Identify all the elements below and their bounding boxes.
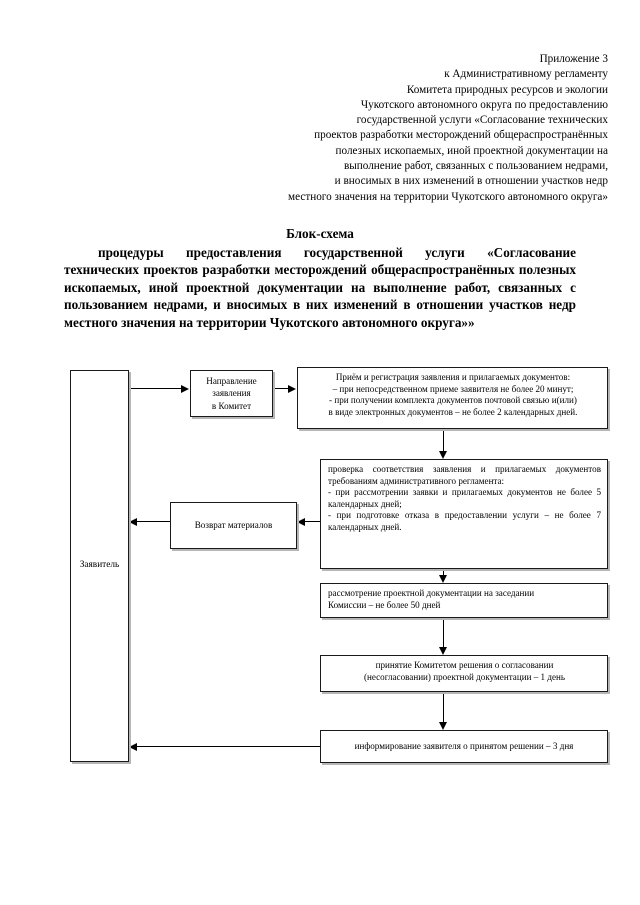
connector-return-to-applicant xyxy=(137,521,171,522)
flow-node-commission-review[interactable]: рассмотрение проектной документации на з… xyxy=(320,583,608,618)
title-body: процедуры предоставления государственной… xyxy=(64,244,576,330)
flow-node-receive-line4: в виде электронных документов – не более… xyxy=(328,406,578,417)
flow-node-check-line2: - при рассмотрении заявки и прилагаемых … xyxy=(328,487,601,509)
arrowhead-to-return xyxy=(297,518,305,526)
flow-node-inform-applicant[interactable]: информирование заявителя о принятом реше… xyxy=(320,730,608,763)
connector-applicant-to-submit xyxy=(129,388,182,389)
arrowhead-to-decision xyxy=(439,647,447,655)
flow-node-submit-line3: в Комитет xyxy=(211,400,252,411)
arrowhead-to-submit xyxy=(181,385,189,393)
appendix-line: Чукотского автономного округа по предост… xyxy=(360,98,608,111)
arrowhead-to-check xyxy=(439,451,447,459)
appendix-line: к Административному регламенту xyxy=(444,68,608,81)
page-title: Блок-схема процедуры предоставления госу… xyxy=(64,225,576,332)
arrowhead-inform-to-applicant xyxy=(129,743,137,751)
connector-check-to-return xyxy=(305,521,321,522)
flow-node-submit-line2: заявления xyxy=(212,388,251,399)
title-heading: Блок-схема xyxy=(286,226,354,241)
connector-decision-to-inform xyxy=(443,692,444,723)
connector-inform-to-applicant xyxy=(137,746,321,747)
flow-node-submit-line1: Направление xyxy=(206,375,257,386)
connector-check-to-commission xyxy=(443,569,444,576)
flow-node-compliance-check[interactable]: проверка соответствия заявления и прилаг… xyxy=(320,459,608,569)
connector-receive-to-check xyxy=(443,429,444,453)
flow-node-return-materials[interactable]: Возврат материалов xyxy=(170,502,297,549)
appendix-line: государственной услуги «Согласование тех… xyxy=(356,114,608,127)
appendix-line: Комитета природных ресурсов и экологии xyxy=(406,83,608,96)
flow-node-receive-line3: - при получении комплекта документов поч… xyxy=(329,395,577,406)
flow-node-committee-decision[interactable]: принятие Комитетом решения о согласовани… xyxy=(320,655,608,692)
flow-node-check-line3: - при подготовке отказа в предоставлении… xyxy=(328,510,601,532)
flow-node-commission-line2: Комиссии – не более 50 дней xyxy=(328,599,441,610)
arrowhead-return-to-applicant xyxy=(129,518,137,526)
arrowhead-to-receive xyxy=(288,385,296,393)
flow-node-decision-line1: принятие Комитетом решения о согласовани… xyxy=(375,660,554,670)
flow-node-applicant[interactable]: Заявитель xyxy=(70,370,129,762)
appendix-line: проектов разработки месторождений общера… xyxy=(314,129,608,142)
flow-node-receive-line1: Приём и регистрация заявления и прилагае… xyxy=(335,372,571,382)
connector-commission-to-decision xyxy=(443,618,444,648)
appendix-line: и вносимых в них изменений в отношении у… xyxy=(334,175,608,188)
flow-node-receive-line2: – при непосредственном приеме заявителя … xyxy=(332,383,574,394)
flow-node-applicant-label: Заявитель xyxy=(79,560,120,571)
arrowhead-to-inform xyxy=(439,722,447,730)
flow-node-inform-label: информирование заявителя о принятом реше… xyxy=(354,740,574,751)
arrowhead-to-commission xyxy=(439,575,447,583)
flow-node-check-line1: проверка соответствия заявления и прилаг… xyxy=(328,464,601,486)
appendix-reference-block: Приложение 3 к Административному регламе… xyxy=(246,52,608,205)
flow-node-receive-and-register[interactable]: Приём и регистрация заявления и прилагае… xyxy=(297,367,608,429)
flow-node-decision-line2: (несогласовании) проектной документации … xyxy=(363,671,566,682)
appendix-line: полезных ископаемых, иной проектной доку… xyxy=(335,144,608,157)
flow-node-commission-line1: рассмотрение проектной документации на з… xyxy=(328,588,535,598)
flow-node-return-label: Возврат материалов xyxy=(194,519,273,530)
appendix-line: местного значения на территории Чукотско… xyxy=(288,190,608,203)
appendix-line: Приложение 3 xyxy=(539,53,608,65)
appendix-line: выполнение работ, связанных с пользовани… xyxy=(343,160,608,173)
connector-submit-to-receive xyxy=(273,388,289,389)
flow-node-submit-application[interactable]: Направление заявления в Комитет xyxy=(190,370,273,417)
